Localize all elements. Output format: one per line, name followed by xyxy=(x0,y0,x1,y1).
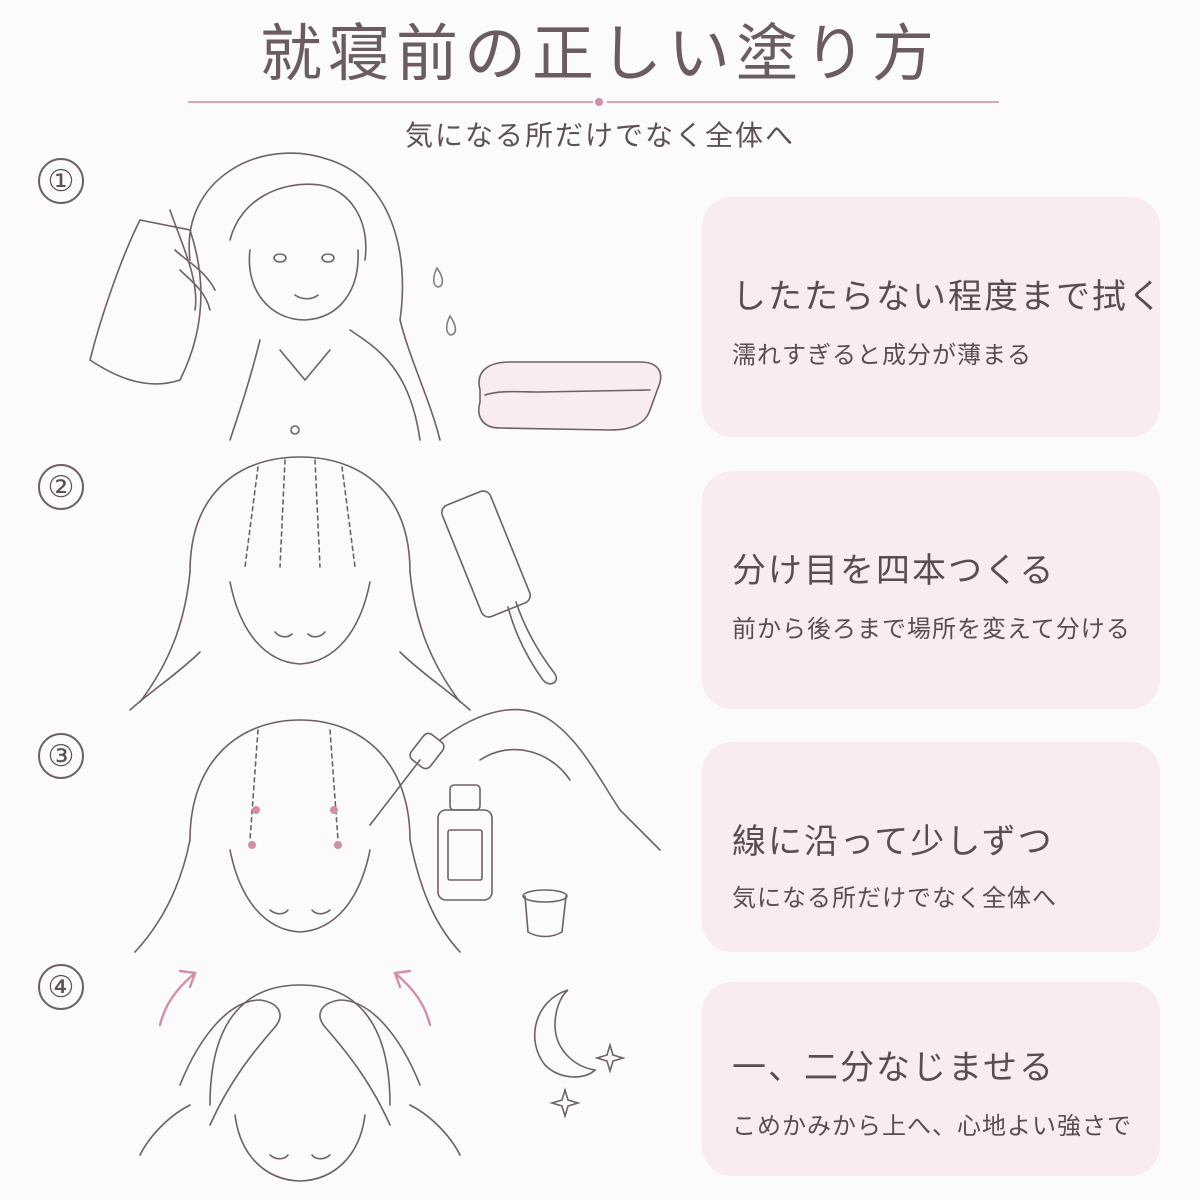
head-with-application-dots-icon xyxy=(135,720,460,952)
step-2-heading: 分け目を四本つくる xyxy=(732,551,1056,591)
step-3-number: ③ xyxy=(38,733,84,779)
step-1-subtext: 濡れすぎると成分が薄まる xyxy=(732,341,1032,369)
step-3-subtext: 気になる所だけでなく全体へ xyxy=(732,884,1057,912)
woman-with-towel-icon xyxy=(90,153,440,440)
scalp-massage-illustration xyxy=(80,955,680,1200)
step-4-heading: 一、二分なじませる xyxy=(732,1048,1055,1088)
step-3-heading: 線に沿って少しずつ xyxy=(732,822,1054,862)
up-arrows-icon xyxy=(160,971,430,1025)
comb-icon xyxy=(439,489,556,684)
serum-bottle-icon xyxy=(438,785,492,900)
divider-dot-icon xyxy=(595,98,603,106)
step-4-card: 一、二分なじませる こめかみから上へ、心地よい強さで xyxy=(702,982,1160,1176)
step-2-card: 分け目を四本つくる 前から後ろまで場所を変えて分ける xyxy=(702,471,1160,709)
step-4-subtext: こめかみから上へ、心地よい強さで xyxy=(732,1112,1132,1140)
step-3-card: 線に沿って少しずつ 気になる所だけでなく全体へ xyxy=(702,742,1160,952)
massaging-hands-icon xyxy=(140,985,460,1181)
title-divider-right xyxy=(607,101,999,103)
step-4-number: ④ xyxy=(38,964,84,1010)
step-1-card: したたらない程度まで拭く 濡れすぎると成分が薄まる xyxy=(702,197,1162,437)
parted-hair-head-icon xyxy=(130,457,470,710)
folded-towel-icon xyxy=(479,362,661,430)
step-2-subtext: 前から後ろまで場所を変えて分ける xyxy=(732,615,1131,643)
applying-serum-illustration xyxy=(80,700,680,955)
hair-parting-illustration xyxy=(80,452,680,712)
title-divider-left xyxy=(188,101,593,103)
water-drops-icon xyxy=(434,268,456,335)
cap-icon xyxy=(523,890,567,937)
sparkle-icon xyxy=(552,1045,623,1116)
page-title: 就寝前の正しい塗り方 xyxy=(259,17,940,90)
page-subtitle: 気になる所だけでなく全体へ xyxy=(404,119,795,152)
dropper-hand-icon xyxy=(370,710,660,850)
step-2-number: ② xyxy=(38,464,84,510)
towel-drying-illustration xyxy=(80,140,680,448)
crescent-moon-icon xyxy=(535,990,595,1077)
step-1-number: ① xyxy=(38,158,84,204)
step-1-heading: したたらない程度まで拭く xyxy=(732,277,1164,317)
